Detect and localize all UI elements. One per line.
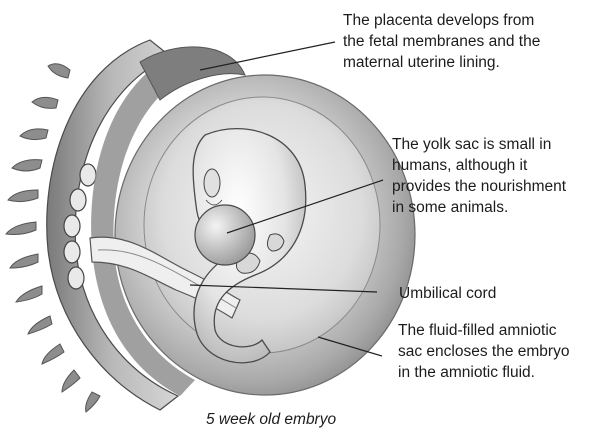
label-umbilical-cord-line: Umbilical cord — [399, 283, 496, 304]
yolk-sac — [195, 205, 255, 265]
label-yolk-sac: The yolk sac is small in humans, althoug… — [392, 134, 566, 218]
label-amniotic-sac-line: in the amniotic fluid. — [398, 362, 569, 383]
label-yolk-sac-line: provides the nourishment — [392, 176, 566, 197]
figure-caption: 5 week old embryo — [206, 411, 336, 429]
label-placenta-line: the fetal membranes and the — [343, 31, 540, 52]
embryo-eye — [204, 169, 220, 197]
label-amniotic-sac: The fluid-filled amniotic sac encloses t… — [398, 320, 569, 383]
label-yolk-sac-line: in some animals. — [392, 197, 566, 218]
label-amniotic-sac-line: The fluid-filled amniotic — [398, 320, 569, 341]
label-yolk-sac-line: The yolk sac is small in — [392, 134, 566, 155]
label-umbilical-cord: Umbilical cord — [399, 283, 496, 304]
label-placenta-line: The placenta develops from — [343, 10, 540, 31]
label-placenta-line: maternal uterine lining. — [343, 52, 540, 73]
label-yolk-sac-line: humans, although it — [392, 155, 566, 176]
label-placenta: The placenta develops from the fetal mem… — [343, 10, 540, 73]
label-amniotic-sac-line: sac encloses the embryo — [398, 341, 569, 362]
